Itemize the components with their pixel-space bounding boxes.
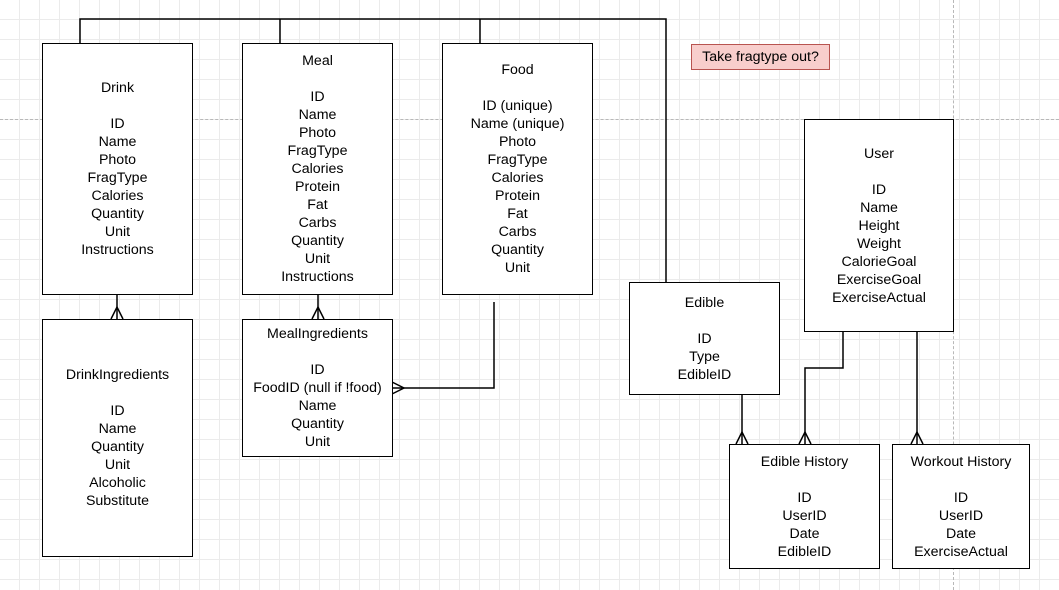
entity-title: DrinkIngredients	[65, 367, 170, 383]
entity-edible-history[interactable]: Edible History ID UserID Date EdibleID	[729, 444, 880, 569]
crowfoot-mealingredients	[311, 305, 325, 320]
entity-field: Type	[689, 348, 720, 365]
entity-field: ExerciseGoal	[836, 271, 922, 288]
entity-field: Unit	[504, 260, 531, 276]
entity-title: Edible History	[760, 453, 849, 470]
entity-field: Name	[98, 134, 137, 150]
edge-food-to-mealingredients	[392, 302, 495, 389]
entity-field: ExerciseActual	[914, 543, 1008, 560]
entity-field: ID	[797, 489, 812, 506]
entity-field: Name	[860, 199, 898, 216]
entity-meal[interactable]: Meal ID Name Photo FragType Calories Pro…	[242, 43, 393, 295]
entity-title: Meal	[302, 53, 333, 69]
entity-field: Fat	[507, 206, 528, 222]
entity-field: CalorieGoal	[841, 253, 917, 270]
entity-field: Name	[98, 421, 137, 437]
entity-field: ID	[871, 181, 887, 198]
crowfoot-mealingredients-food	[391, 381, 406, 395]
crowfoot-drinkingredients	[110, 305, 124, 320]
entity-field: Substitute	[85, 493, 150, 509]
entity-field: UserID	[782, 507, 827, 524]
entity-title: Drink	[100, 80, 135, 96]
entity-field: FragType	[487, 152, 548, 168]
entity-field: ID (unique)	[482, 98, 553, 114]
entity-field: ID	[110, 116, 125, 132]
entity-field: Quantity	[91, 439, 144, 455]
entity-drink[interactable]: Drink ID Name Photo FragType Calories Qu…	[42, 43, 193, 295]
entity-field: Quantity	[491, 242, 544, 258]
entity-field: Fat	[307, 197, 328, 213]
entity-field: Photo	[98, 152, 137, 168]
entity-field: ExerciseActual	[832, 289, 926, 306]
entity-field: Instructions	[81, 242, 154, 258]
entity-edible[interactable]: Edible ID Type EdibleID	[629, 282, 780, 395]
entity-field: ID	[953, 489, 969, 506]
entity-field: Unit	[304, 434, 331, 450]
entity-field: ID	[697, 330, 712, 347]
crowfoot-ediblehistory-user	[798, 430, 812, 445]
crowfoot-workouthistory	[910, 430, 924, 445]
entity-field: Carbs	[298, 215, 337, 231]
entity-title: Food	[501, 62, 534, 78]
entity-title: Edible	[684, 294, 725, 311]
entity-field: Photo	[298, 125, 337, 141]
entity-field: FragType	[87, 170, 148, 186]
entity-field: Height	[858, 217, 900, 234]
entity-field: Photo	[498, 134, 537, 150]
entity-field: Protein	[495, 188, 540, 204]
crowfoot-ediblehistory-edible	[735, 430, 749, 445]
entity-field: ID	[310, 89, 325, 105]
entity-workout-history[interactable]: Workout History ID UserID Date ExerciseA…	[892, 444, 1030, 569]
entity-title: MealIngredients	[267, 326, 368, 342]
entity-field: Calories	[291, 161, 344, 177]
entity-field: Protein	[295, 179, 340, 195]
entity-field: Quantity	[291, 416, 344, 432]
entity-field: FragType	[287, 143, 348, 159]
entity-field: Name	[298, 398, 337, 414]
entity-field: Calories	[91, 188, 144, 204]
edge-types-to-edible	[79, 18, 667, 282]
entity-field: Quantity	[291, 233, 344, 249]
entity-field: FoodID (null if !food)	[253, 380, 382, 396]
entity-field: Name (unique)	[470, 116, 565, 132]
entity-field: Instructions	[281, 269, 354, 285]
entity-field: UserID	[938, 507, 984, 524]
entity-field: Weight	[857, 235, 901, 252]
entity-user[interactable]: User ID Name Height Weight CalorieGoal E…	[804, 119, 954, 332]
entity-field: Date	[789, 525, 820, 542]
entity-meal-ingredients[interactable]: MealIngredients ID FoodID (null if !food…	[242, 319, 393, 457]
entity-field: Unit	[304, 251, 331, 267]
entity-field: Date	[946, 525, 976, 542]
entity-field: Alcoholic	[89, 475, 146, 491]
entity-title: User	[864, 145, 894, 162]
entity-title: Workout History	[910, 453, 1012, 470]
edge-user-to-ediblehistory	[804, 332, 844, 444]
entity-field: Unit	[104, 457, 131, 473]
entity-field: ID	[310, 362, 325, 378]
note-fragtype[interactable]: Take fragtype out?	[691, 44, 830, 70]
entity-field: Unit	[104, 224, 131, 240]
entity-field: Calories	[491, 170, 544, 186]
entity-field: ID	[110, 403, 125, 419]
entity-field: EdibleID	[777, 543, 832, 560]
entity-food[interactable]: Food ID (unique) Name (unique) Photo Fra…	[442, 43, 593, 295]
entity-field: EdibleID	[677, 366, 732, 383]
entity-field: Quantity	[91, 206, 144, 222]
entity-field: Carbs	[498, 224, 537, 240]
entity-drink-ingredients[interactable]: DrinkIngredients ID Name Quantity Unit A…	[42, 319, 193, 557]
entity-field: Name	[298, 107, 337, 123]
